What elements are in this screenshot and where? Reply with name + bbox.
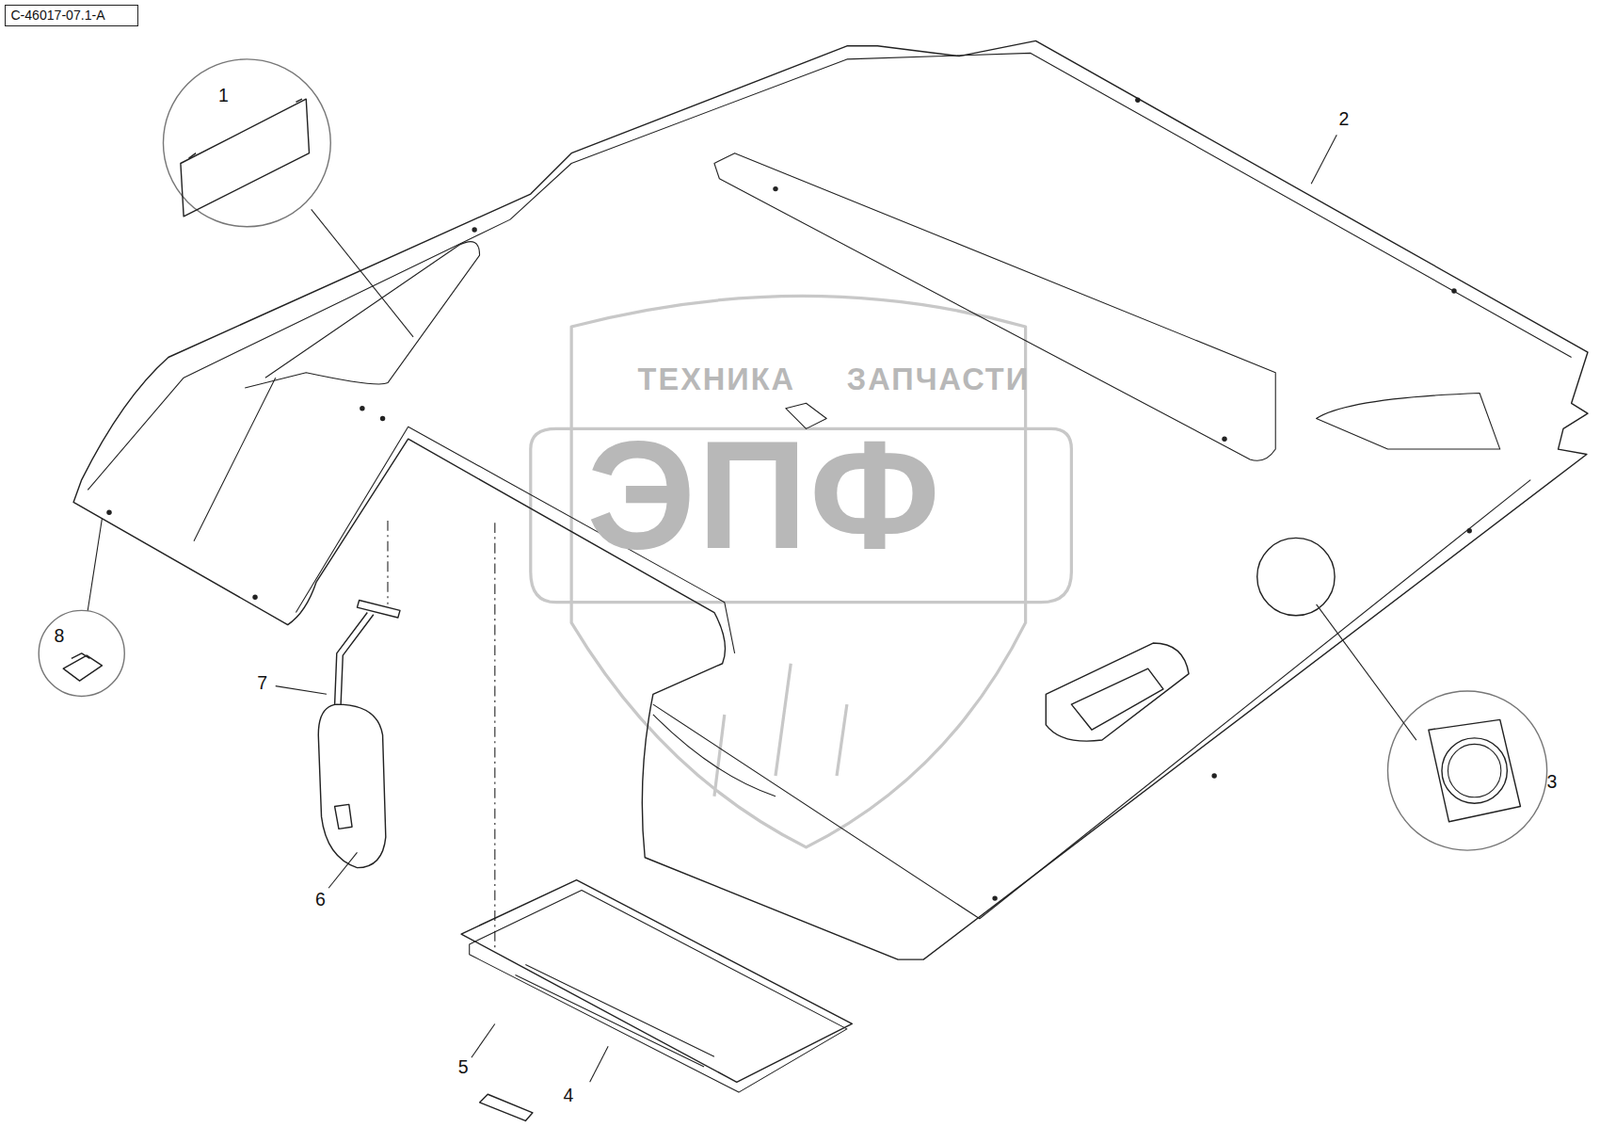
drawing-code-box: C-46017-07.1-A bbox=[4, 4, 139, 26]
detail-circle: 1 bbox=[162, 59, 331, 227]
detail-circle: 3 bbox=[1387, 690, 1547, 850]
watermark: ЭПФ bbox=[586, 418, 942, 573]
headliner-outline bbox=[73, 40, 1588, 960]
watermark-shield bbox=[530, 295, 1072, 847]
callout-number: 7 bbox=[256, 673, 268, 693]
callout-number: 1 bbox=[218, 86, 229, 106]
watermark: ТЕХНИКА bbox=[638, 364, 796, 396]
callout-number: 2 bbox=[1338, 110, 1349, 129]
callout-number: 3 bbox=[1547, 772, 1558, 792]
callout-number: 4 bbox=[562, 1086, 574, 1105]
detail-circle: 8 bbox=[38, 609, 125, 696]
watermark: ЗАПЧАСТИ bbox=[847, 364, 1030, 396]
callout-number: 6 bbox=[315, 890, 326, 910]
callout-number: 8 bbox=[53, 626, 64, 646]
callout-number: 5 bbox=[458, 1057, 469, 1077]
drawing-code: C-46017-07.1-A bbox=[10, 8, 133, 22]
